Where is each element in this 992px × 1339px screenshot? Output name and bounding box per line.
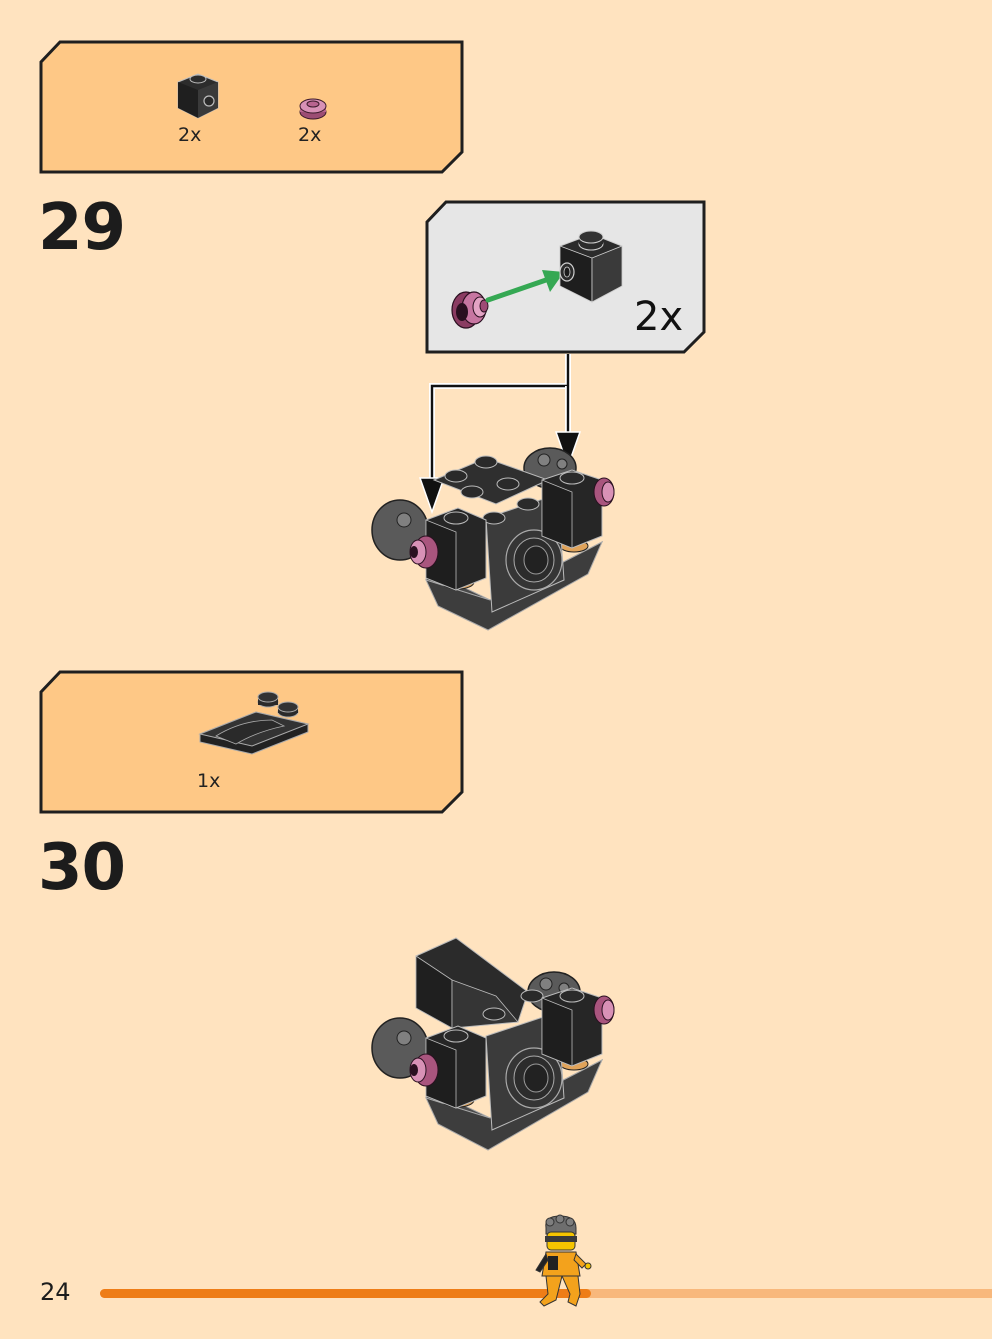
page-number: 24 bbox=[40, 1278, 71, 1306]
minifigure-progress-icon bbox=[532, 1214, 594, 1310]
step-29-model-illustration bbox=[368, 440, 628, 636]
green-arrow-icon bbox=[484, 266, 570, 306]
step-30-part-1-qty: 1x bbox=[197, 770, 221, 792]
step-29-subassembly-qty: 2x bbox=[634, 294, 684, 340]
black-brick-callout-icon bbox=[554, 226, 628, 308]
progress-bar bbox=[100, 1289, 992, 1298]
step-29-part-2-qty: 2x bbox=[298, 124, 322, 146]
placement-arrows bbox=[410, 350, 600, 520]
pink-round-plate-1x1-icon bbox=[297, 94, 329, 122]
step-30-number: 30 bbox=[38, 831, 126, 905]
step-29-parts-box bbox=[38, 40, 466, 175]
progress-fill bbox=[100, 1289, 591, 1298]
step-29-number: 29 bbox=[38, 191, 126, 265]
pink-round-plate-callout-icon bbox=[446, 286, 492, 332]
step-30-model-illustration bbox=[368, 936, 628, 1156]
step-29-part-1-qty: 2x bbox=[178, 124, 202, 146]
black-curved-slope-plate-icon bbox=[196, 690, 312, 756]
black-brick-1x1-with-stud-icon bbox=[172, 68, 224, 122]
